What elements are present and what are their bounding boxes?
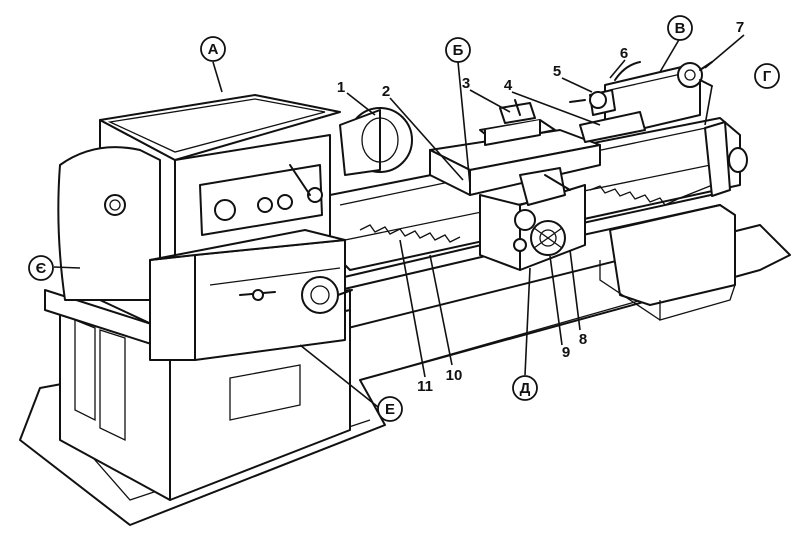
letter-label-v: В [667,15,693,41]
number-label-6: 6 [620,45,628,62]
letter-label-v-text: В [675,20,686,37]
letter-label-d: Д [512,375,538,401]
number-label-10: 10 [446,367,463,384]
number-label-11: 11 [417,378,433,395]
leader-lines [53,34,745,408]
number-label-7: 7 [736,19,744,36]
letter-label-d-text: Д [520,380,531,397]
letter-label-ye-text: Є [36,260,47,277]
number-label-8: 8 [579,331,587,348]
letter-label-ye: Є [28,255,54,281]
number-label-4: 4 [504,77,513,94]
letter-label-b: Б [445,37,471,63]
number-label-2: 2 [382,83,390,100]
number-label-3: 3 [462,75,470,92]
letter-label-g: Г [754,63,780,89]
number-label-5: 5 [553,63,561,80]
letter-label-e: Е [377,396,403,422]
letter-label-g-text: Г [763,68,772,85]
letter-label-b-text: Б [453,42,464,59]
right-pedestal [599,204,736,321]
letter-label-a: А [200,36,226,62]
carriage [429,99,601,271]
number-label-1: 1 [337,79,345,96]
gearbox [149,229,353,361]
letter-label-e-text: Е [385,401,395,418]
letter-label-a-text: А [208,41,219,58]
tailstock [569,61,713,143]
number-label-9: 9 [562,344,570,361]
